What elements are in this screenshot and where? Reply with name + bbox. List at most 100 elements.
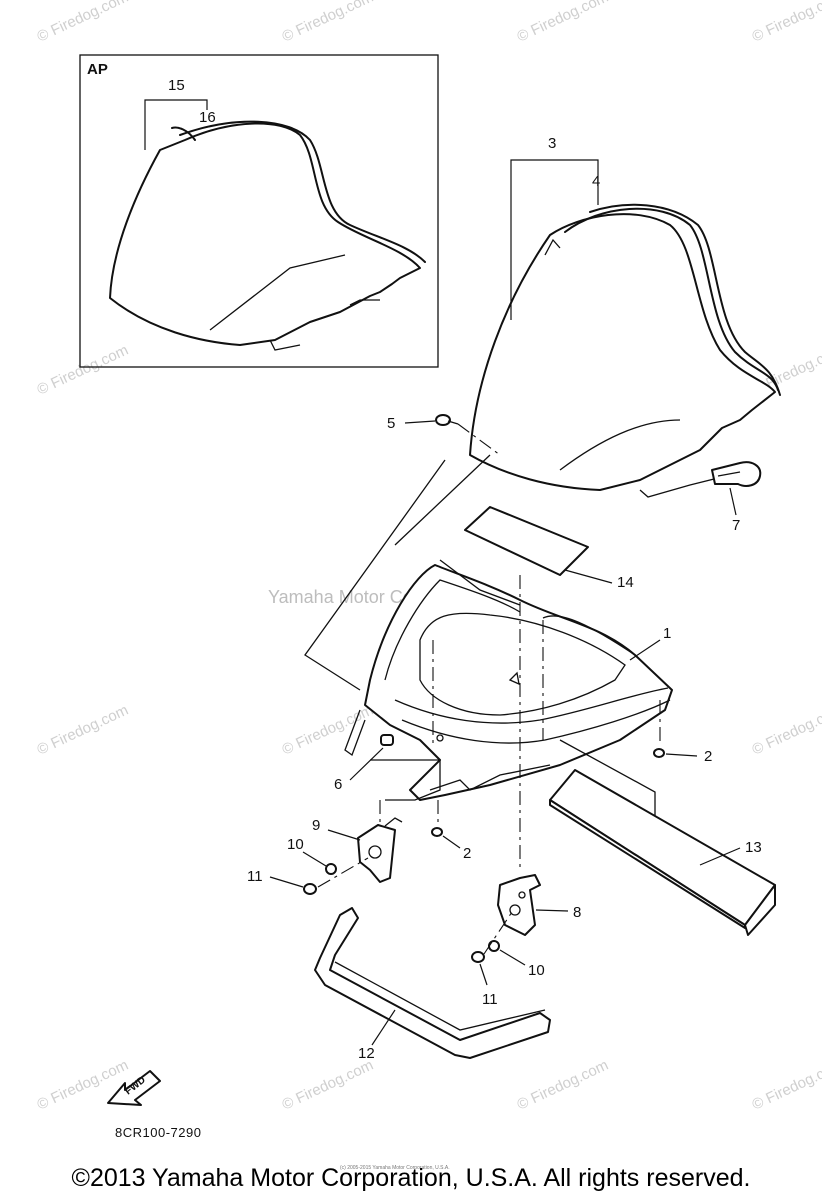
cowling-opening — [419, 612, 626, 716]
inset-step — [269, 339, 301, 351]
screw-part-2: 2 2 — [431, 748, 712, 862]
leader-line — [629, 639, 661, 661]
screw-shank — [447, 420, 459, 425]
callout-3: 3 — [548, 135, 556, 152]
screw-head — [431, 827, 443, 837]
inset-box: AP 15 16 — [79, 54, 439, 368]
cowling-top-edge — [439, 559, 521, 606]
cowling-edge — [394, 687, 669, 724]
cowling-part-1: 1 — [344, 559, 673, 801]
bracket-hole — [509, 904, 521, 916]
inset-label: AP — [87, 61, 108, 78]
leader-line — [404, 420, 436, 424]
leader-line — [665, 753, 698, 757]
callout-12: 12 — [358, 1045, 375, 1062]
callout-2b: 2 — [463, 845, 471, 862]
bracket-part-9: 9 10 11 — [247, 817, 403, 895]
watermark: © Firedog.com — [35, 1057, 132, 1114]
watermark: © Firedog.com — [515, 1057, 612, 1114]
callout-bracket-3 — [510, 159, 599, 170]
guide-line — [394, 454, 491, 546]
inset-step — [349, 299, 380, 306]
leader-line — [327, 829, 361, 841]
nut — [380, 734, 394, 746]
cowling-edge — [401, 699, 671, 744]
callout-4: 4 — [592, 173, 600, 190]
callout-7: 7 — [732, 517, 740, 534]
callout-13: 13 — [745, 839, 762, 856]
callout-8: 8 — [573, 904, 581, 921]
windshield-trim-outer — [589, 203, 781, 396]
trim-strip-edge — [334, 961, 546, 1031]
watermark: © Firedog.com — [35, 0, 132, 46]
guide-line — [370, 759, 441, 801]
callout-bracket-15 — [144, 99, 208, 110]
pad-part-14: 14 — [464, 506, 634, 591]
callout-10b: 10 — [528, 962, 545, 979]
callout-14: 14 — [617, 574, 634, 591]
centerline — [457, 423, 501, 456]
foam-block-end — [744, 884, 776, 936]
inset-inner-line — [209, 254, 346, 331]
guide-line — [304, 459, 446, 691]
diagram-code: 8CR100-7290 — [115, 1125, 201, 1140]
callout-9: 9 — [312, 817, 320, 834]
watermark: © Firedog.com — [280, 0, 377, 46]
inset-frame — [79, 54, 439, 368]
centerline — [483, 911, 513, 955]
windshield-trim — [564, 207, 779, 391]
copyright-notice: ©2013 Yamaha Motor Corporation, U.S.A. A… — [71, 1164, 751, 1192]
watermark: © Firedog.com — [35, 342, 132, 399]
bracket-hole — [518, 891, 526, 899]
cowling-mark — [508, 671, 520, 686]
leader-line — [442, 835, 461, 849]
leader-line — [564, 569, 613, 584]
callout-11b: 11 — [482, 991, 498, 1008]
watermark: © Firedog.com — [280, 1057, 377, 1114]
watermark: © Firedog.com — [750, 1057, 822, 1114]
watermark: © Firedog.com — [515, 0, 612, 46]
cowling-lower-step — [429, 764, 551, 791]
inset-windshield — [109, 122, 421, 346]
bracket-part-8: 8 10 11 — [471, 874, 581, 1008]
trim-strip-part-12: 12 — [314, 907, 551, 1062]
windshield-notch — [544, 238, 561, 256]
callout-16: 16 — [199, 109, 216, 126]
washer — [488, 940, 500, 952]
windshield-inner-line — [559, 419, 681, 471]
bracket-right — [497, 874, 541, 936]
leader-line — [699, 847, 741, 866]
grommet-part-7: 7 — [711, 461, 762, 534]
windshield-part: 3 4 — [469, 135, 781, 498]
callout-10a: 10 — [287, 836, 304, 853]
fwd-arrow-shape — [107, 1070, 161, 1106]
foam-block-part-13: 13 — [549, 769, 776, 936]
screw-part-5: 5 — [387, 414, 501, 456]
screw-head — [653, 748, 665, 758]
leader-line — [371, 1009, 396, 1046]
callout-15: 15 — [168, 77, 185, 94]
leader-line — [729, 487, 737, 516]
cowling-hole — [436, 734, 444, 742]
leader-line — [269, 876, 304, 888]
callout-11a: 11 — [247, 868, 263, 885]
nut — [303, 883, 317, 895]
foam-block-face — [549, 769, 776, 926]
watermark: © Firedog.com — [750, 0, 822, 46]
callout-2a: 2 — [704, 748, 712, 765]
inset-trim — [179, 120, 426, 263]
callout-6: 6 — [334, 776, 342, 793]
bracket-left — [357, 824, 396, 883]
callout-5: 5 — [387, 415, 395, 432]
nut-part-6: 6 — [334, 734, 394, 793]
washer — [325, 863, 337, 875]
windshield — [469, 213, 776, 491]
centerline — [317, 857, 369, 888]
screw-head — [435, 414, 451, 426]
trim-strip — [314, 907, 551, 1059]
cowling-tab — [344, 709, 366, 757]
leader-line — [499, 949, 526, 966]
watermark: © Firedog.com — [750, 702, 822, 759]
leader-line — [535, 909, 569, 912]
leader-line — [479, 963, 488, 986]
